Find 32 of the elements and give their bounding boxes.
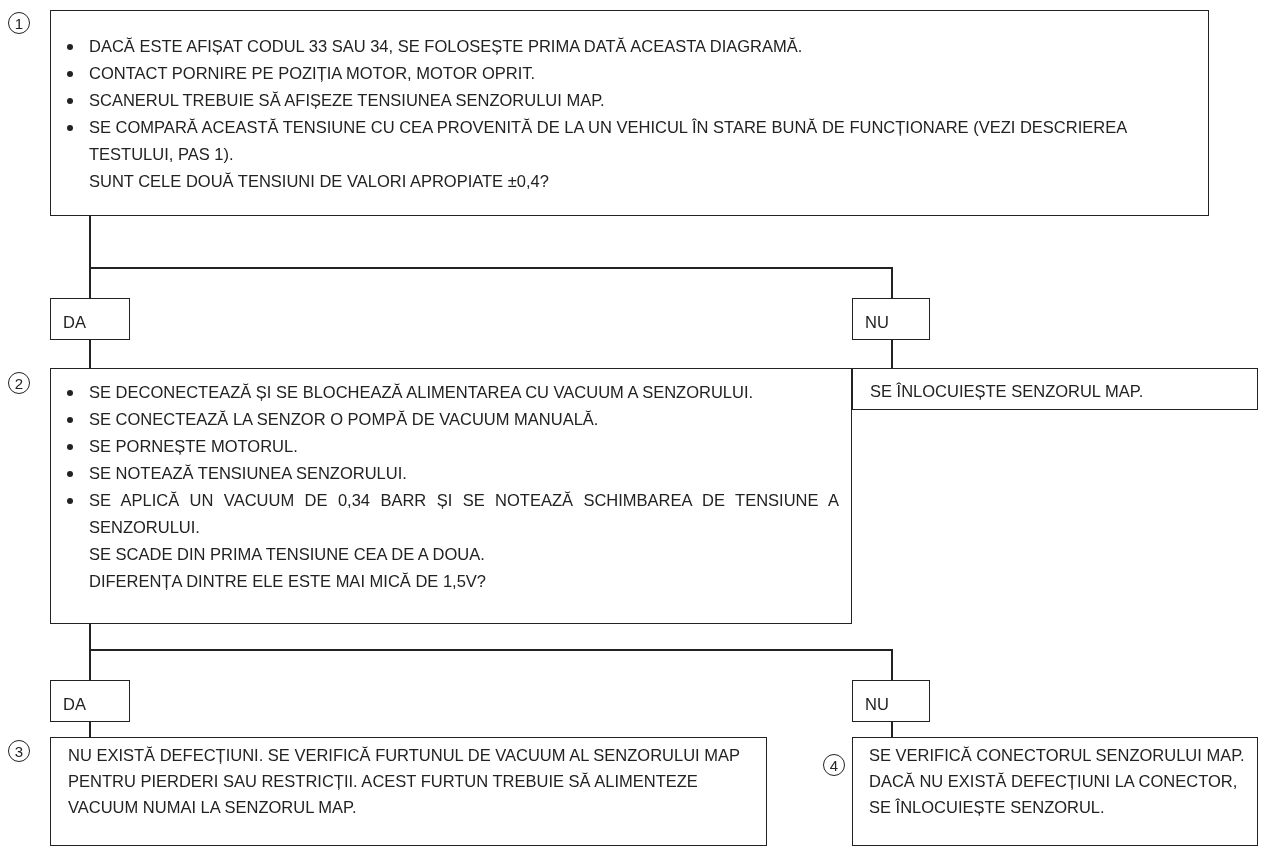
- instruction-text: CONTACT PORNIRE PE POZIȚIA MOTOR, MOTOR OPRIT.: [89, 63, 537, 84]
- step-box: [50, 368, 852, 624]
- instruction-text: SE SCADE DIN PRIMA TENSIUNE CEA DE A DOUA.: [89, 544, 486, 565]
- box-text: DA: [63, 694, 87, 715]
- box-text: NU EXISTĂ DEFECȚIUNI. SE VERIFICĂ FURTUNUL DE VACUUM AL SENZORULUI MAP PENTRU PIERDERI SAU RESTRICȚII. ACEST FURTUN TREBUIE SĂ ALIMENTEZE VACUUM NUMAI LA SENZORUL MAP.: [68, 745, 741, 818]
- answer-box: [50, 298, 130, 340]
- instruction-text: SE COMPARĂ ACEASTĂ TENSIUNE CU CEA PROVENITĂ DE LA UN VEHICUL ÎN STARE BUNĂ DE FUNCȚIONARE (VEZI DESCRIEREA TESTULUI, PAS 1).: [89, 117, 1128, 165]
- instruction-text: SE NOTEAZĂ TENSIUNEA SENZORULUI.: [89, 463, 408, 484]
- connector-line: [891, 339, 893, 369]
- step-box: [50, 10, 1209, 216]
- result-box: [852, 737, 1258, 846]
- connector-line: [891, 721, 893, 738]
- box-text: NU: [865, 694, 890, 715]
- instruction-text: SE PORNEȘTE MOTORUL.: [89, 436, 299, 457]
- instruction-text: DIFERENȚA DINTRE ELE ESTE MAI MICĂ DE 1,5V?: [89, 571, 487, 592]
- box-text: NU: [865, 312, 890, 333]
- connector-line: [89, 339, 91, 369]
- instruction-text: SE APLICĂ UN VACUUM DE 0,34 BARR ȘI SE NOTEAZĂ SCHIMBAREA DE TENSIUNE A SENZORULUI.: [89, 490, 839, 538]
- connector-line: [89, 721, 91, 738]
- result-box: [852, 368, 1258, 410]
- box-text: SE ÎNLOCUIEȘTE SENZORUL MAP.: [870, 381, 1145, 402]
- instruction-text: SCANERUL TREBUIE SĂ AFIȘEZE TENSIUNEA SENZORULUI MAP.: [89, 90, 606, 111]
- answer-box: [852, 298, 930, 340]
- box-text: DA: [63, 312, 87, 333]
- result-box: [50, 737, 767, 846]
- instruction-text: DACĂ ESTE AFIȘAT CODUL 33 SAU 34, SE FOLOSEȘTE PRIMA DATĂ ACEASTA DIAGRAMĂ.: [89, 36, 804, 57]
- answer-box: [50, 680, 130, 722]
- instruction-text: SE CONECTEAZĂ LA SENZOR O POMPĂ DE VACUUM MANUALĂ.: [89, 409, 600, 430]
- answer-box: [852, 680, 930, 722]
- instruction-text: SE DECONECTEAZĂ ȘI SE BLOCHEAZĂ ALIMENTAREA CU VACUUM A SENZORULUI.: [89, 382, 755, 403]
- box-text: SE VERIFICĂ CONECTORUL SENZORULUI MAP. DACĂ NU EXISTĂ DEFECȚIUNI LA CONECTOR, SE ÎNLOCUIEȘTE SENZORUL.: [869, 745, 1246, 818]
- instruction-text: SUNT CELE DOUĂ TENSIUNI DE VALORI APROPIATE ±0,4?: [89, 171, 550, 192]
